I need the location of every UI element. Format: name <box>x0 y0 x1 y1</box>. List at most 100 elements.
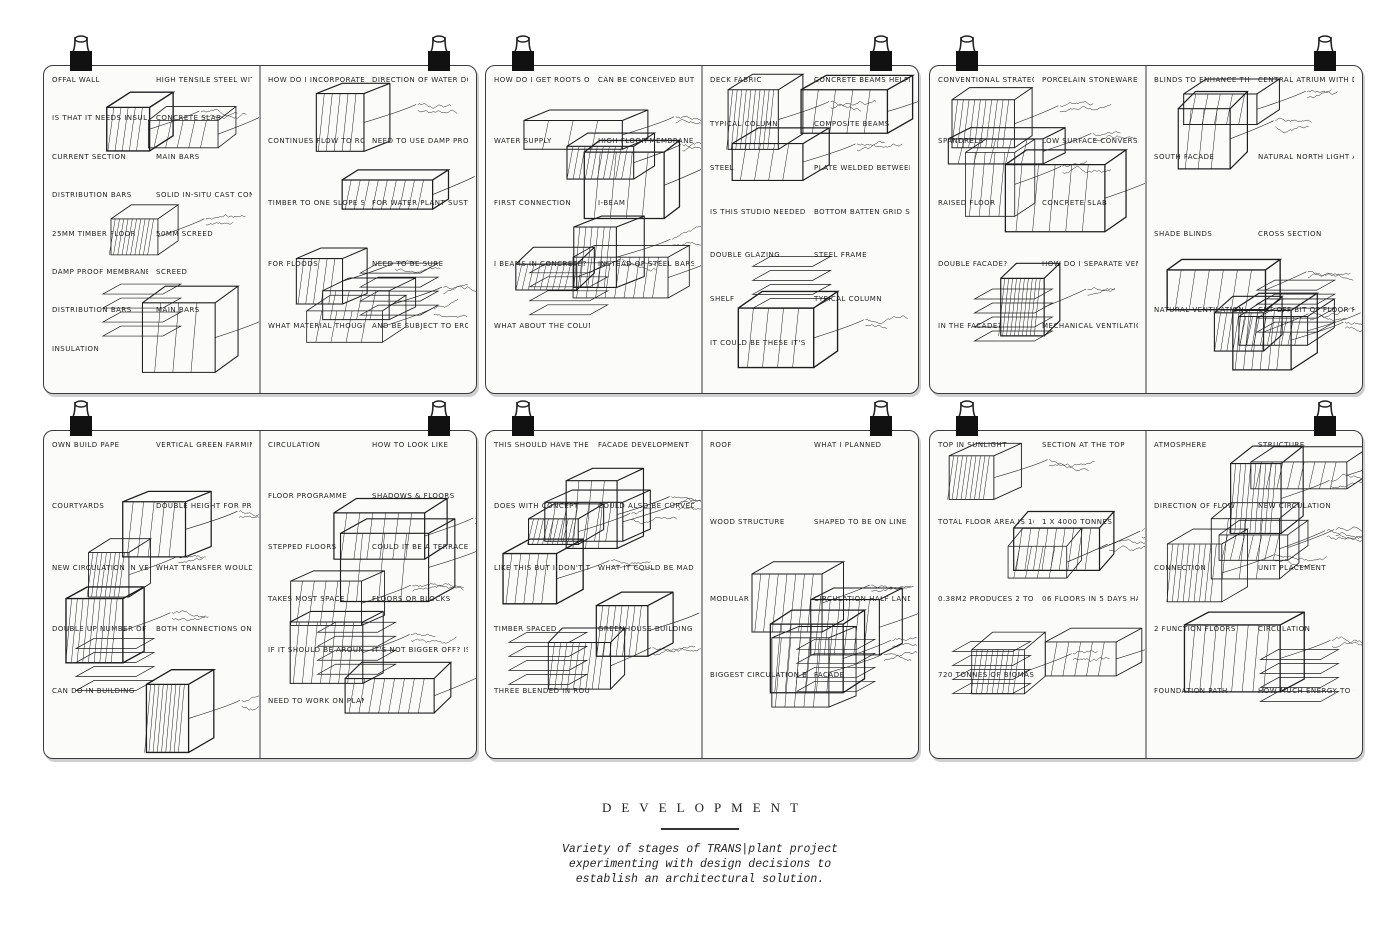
sketch-drawing <box>947 87 1146 342</box>
sketch-page-left: HOW DO I GET ROOTS OR NOT?CAN BE CONCEIV… <box>486 66 702 393</box>
sketch-annotation: DOUBLE HEIGHT FOR PRODUCTION <box>156 502 252 511</box>
sketch-annotation: ROOF <box>710 441 732 449</box>
sketch-annotation: BOTH CONNECTIONS ON GROUND FLOOR <box>156 625 252 634</box>
sketch-annotation: 720 tonnes of biomass annually <box>938 671 1034 680</box>
sketch-annotation: FACADE DEVELOPMENT <box>598 441 690 449</box>
sketch-annotation: CONVENTIONAL STRATEGY <box>938 76 1034 84</box>
sketch-annotation: DAMP PROOF MEMBRANE <box>52 267 148 276</box>
sketch-annotation: FIRST CONNECTION <box>494 198 572 207</box>
sketch-annotation: LIKE THIS BUT I DON'T THINK IT GOES WITH… <box>494 563 590 572</box>
sketch-annotation: BLINDS TO ENHANCE THE CONCEPT <box>1154 76 1250 84</box>
sketch-drawing <box>289 497 476 714</box>
sketch-annotation: INSTEAD OF STEEL BARS? <box>598 260 694 269</box>
sketch-annotation: NATURAL VENTILATION <box>1154 306 1245 315</box>
sketch-annotation: PLATE WELDED BETWEEN COLUMN FLANGES <box>814 163 910 172</box>
sketch-annotation: COMPOSITE BEAMS <box>814 119 890 128</box>
sketchbook-spine <box>1145 66 1147 393</box>
sketch-annotation: STEEL FRAME <box>814 251 868 260</box>
sketch-annotation: FOR WATER PLANT SUSTAIN <box>372 198 468 207</box>
binder-clip-icon <box>1313 400 1337 438</box>
sketch-annotation: SOLID IN-SITU CAST CONCRETE FLOOR SLAB W… <box>156 191 252 200</box>
sketch-annotation: DOUBLE FACADE? <box>938 260 1008 269</box>
sketch-annotation: CIRCULATION <box>268 441 321 449</box>
sketch-annotation: MAIN BARS <box>156 306 200 315</box>
sketch-annotation: CONCRETE BEAMS HELPED TO COUPLE TO TRANS… <box>814 76 910 84</box>
sketch-drawing <box>751 561 918 708</box>
sketch-annotation: RAISED FLOOR <box>938 198 996 207</box>
sketch-drawing <box>1166 78 1362 371</box>
sketch-annotation: WOOD STRUCTURE <box>710 517 785 526</box>
sketch-annotation: NEW CIRCULATION IN VERTICAL STRUCTURE <box>52 563 148 572</box>
sketch-annotation: CENTRAL ATRIUM WITH DOUBLE HEIGHT SPACE <box>1258 76 1354 84</box>
sketch-annotation: HOW DO I INCORPORATE HYDROPONICS ON FLOO… <box>268 76 364 84</box>
sketch-annotation: SECTION AT THE TOP <box>1042 441 1126 449</box>
sketchbook-spread: THIS SHOULD HAVE THE ROOF FACADE DEVELOPM… <box>485 430 919 759</box>
sketch-annotation: CIRCULATION <box>1258 625 1311 634</box>
caption-divider <box>661 828 739 830</box>
sketch-annotation: SOUTH FACADE <box>1154 152 1215 161</box>
sketch-annotation: COURTYARDS <box>52 502 105 511</box>
sketch-annotation: TIMBER TO ONE SLOPE SIDE <box>268 198 364 207</box>
sketch-annotation: I BEAMS IN CONCRETE? <box>494 260 587 269</box>
sketch-drawing <box>295 82 476 343</box>
sketch-annotation: WHAT I PLANNED <box>814 441 882 449</box>
sketch-annotation: 06 Floors in 5 days harvest so when we t… <box>1042 594 1138 603</box>
binder-clip-icon <box>955 400 979 438</box>
sketch-annotation: DOUBLE GLAZING <box>710 251 781 260</box>
sketch-annotation: NATURAL NORTH LIGHT ATRIUM <box>1258 152 1354 161</box>
sketch-drawing <box>726 73 918 369</box>
sketchbook-spine <box>259 66 261 393</box>
binder-clip-icon <box>511 400 535 438</box>
sketch-page-left: THIS SHOULD HAVE THE ROOF FACADE DEVELOPM… <box>486 431 702 758</box>
sketch-annotation: CROSS SECTION <box>1258 229 1322 238</box>
sketch-annotation: I-BEAM <box>598 198 626 207</box>
sketch-annotation: FOR FLOODS <box>268 260 319 269</box>
sketch-annotation: GREENHOUSE BUILDING CRANE <box>598 625 694 634</box>
sketch-annotation: WHAT TRANSFER WOULD BE DISSIPATED THROUG… <box>156 563 252 572</box>
sketch-annotation: MECHANICAL VENTILATION <box>1042 321 1138 330</box>
sketch-annotation: CONCRETE SLAB <box>156 114 222 123</box>
sketch-annotation: TAKES MOST SPACE <box>268 594 345 603</box>
sketch-annotation: FOUNDATION PATH <box>1154 686 1228 695</box>
caption-title: DEVELOPMENT <box>601 800 809 815</box>
sketch-annotation: 1 x 4000 TONNES <box>1042 517 1113 526</box>
sketch-annotation: HIGH TENSILE STEEL WITH COMPOSITE FABRIC <box>156 76 252 84</box>
sketch-annotation: IT'S NOT BIGGER OFF? IS 27 TREES <box>372 645 468 654</box>
binder-clip-icon <box>69 35 93 73</box>
sketch-annotation: STEEL <box>710 163 734 172</box>
sketch-annotation: DOUBLE UP NUMBER OF STOREYS? <box>52 625 148 634</box>
caption-block: DEVELOPMENT Variety of stages of TRANS|p… <box>0 800 1400 887</box>
sketch-annotation: IS THAT IT NEEDS INSULATION? <box>52 114 148 123</box>
sketch-annotation: FLOORS OR BLOCKS <box>372 594 451 603</box>
sketch-annotation: IS THIS STUDIO NEEDED WHERE THE WINDOWS? <box>710 207 806 216</box>
sketch-annotation: TYPICAL COLUMN <box>814 295 882 304</box>
sketch-annotation: IT COULD BE THESE IT'S STRONG LIKE BETWE… <box>710 339 806 348</box>
sketch-annotation: STEPPED FLOORS <box>268 543 337 552</box>
sketch-annotation: AND BE SUBJECT TO EROSION <box>372 321 468 330</box>
sketch-annotation: 0.38m2 PRODUCES 2 TONNES OF BIOMASS WHIC… <box>938 594 1034 603</box>
sketchbook-spread: HOW DO I GET ROOTS OR NOT?CAN BE CONCEIV… <box>485 65 919 394</box>
caption-line: establish an architectural solution. <box>575 872 825 886</box>
sketch-annotation: WHAT ABOUT THE COLUMN? <box>494 321 590 330</box>
sketch-annotation: IN THE FACADE? <box>938 321 1002 330</box>
sketch-annotation: DISTRIBUTION BARS <box>52 191 132 200</box>
sketch-annotation: TYPICAL COLUMN <box>710 119 778 128</box>
sketch-annotation: CUT OFF BIT OF FLOOR FOR BUFFER <box>1258 306 1354 315</box>
sketch-annotation: INSULATION <box>52 344 100 353</box>
sketch-annotation: SHELF <box>710 295 735 304</box>
sketch-annotation: WATER SUPPLY <box>494 137 552 146</box>
sketch-drawing <box>65 490 260 754</box>
sketch-annotation: CIRCULATION HALF LANDINGS ON EACH SIDE <box>814 594 910 603</box>
sketch-annotation: NEED TO BE SURE <box>372 260 444 269</box>
binder-clip-icon <box>427 400 451 438</box>
sketch-annotation: THIS SHOULD HAVE THE ROOF <box>494 441 590 449</box>
sketch-annotation: COULD ALSO BE CURVED <box>598 502 694 511</box>
sketch-annotation: OWN BUILD PAPE <box>52 441 120 449</box>
